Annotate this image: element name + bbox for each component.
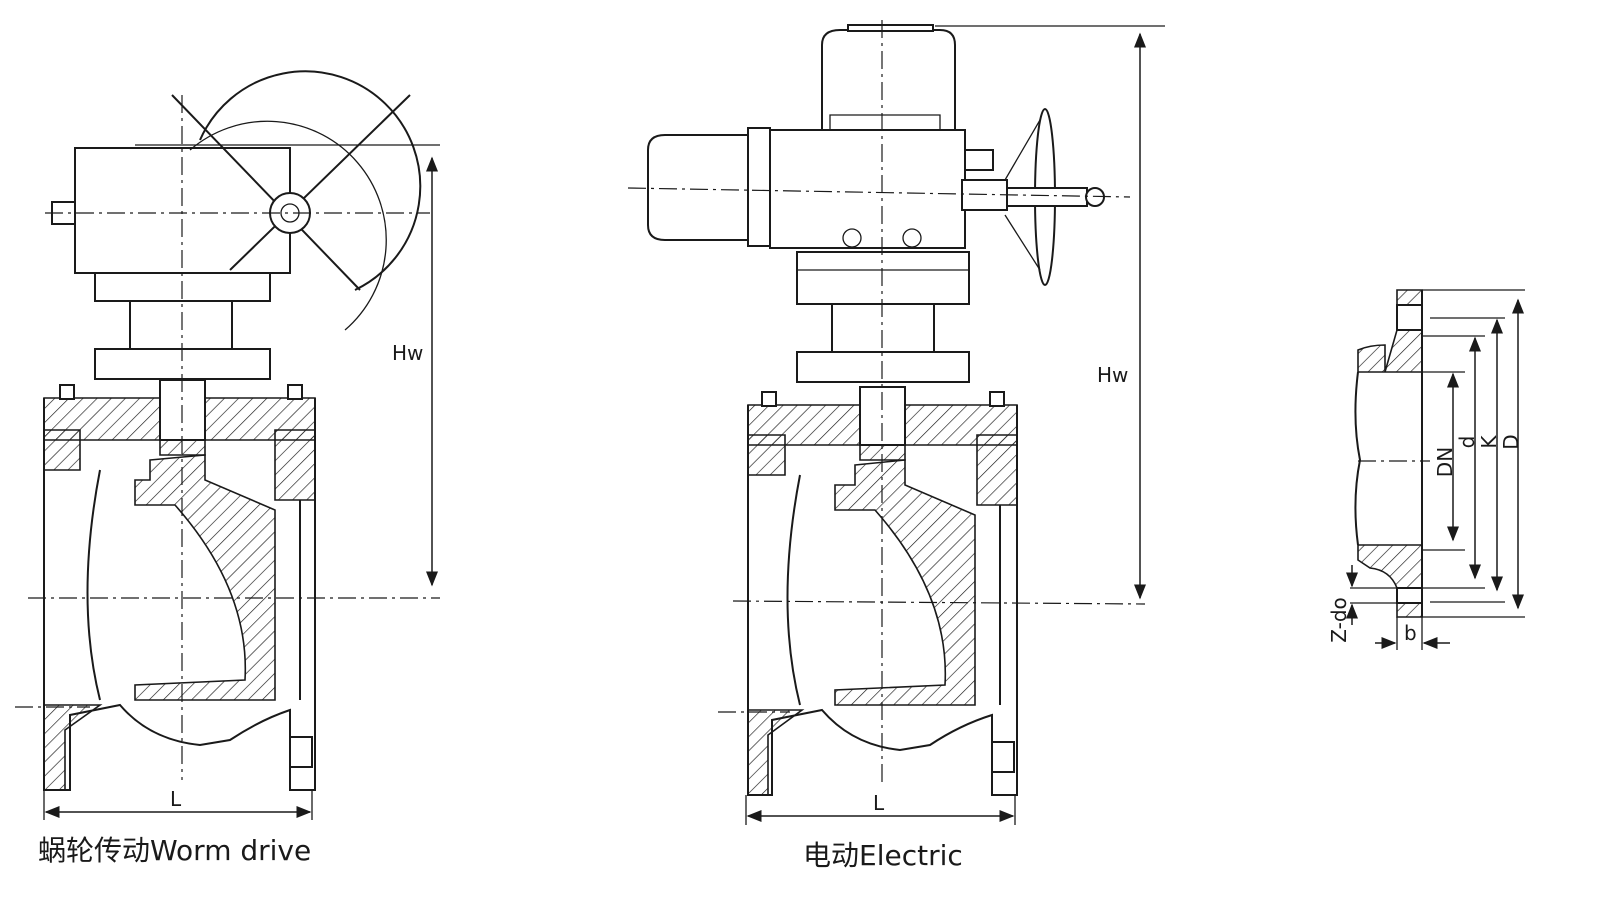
valve-body bbox=[43, 379, 316, 791]
electric-valve: Hw L 电动Electric bbox=[627, 20, 1165, 872]
d-label: d bbox=[1455, 436, 1479, 449]
worm-drive-caption: 蜗轮传动Worm drive bbox=[38, 834, 311, 867]
electric-actuator bbox=[647, 24, 1008, 383]
worm-gearbox bbox=[51, 144, 440, 380]
b-label: b bbox=[1404, 621, 1417, 645]
worm-drive-valve: Hw L 蜗轮传动Worm drive bbox=[15, 70, 440, 867]
worm-height-label: Hw bbox=[392, 341, 423, 365]
k-label: K bbox=[1477, 435, 1501, 449]
flange-detail: DN d K D Z-do b bbox=[1327, 289, 1525, 650]
electric-handwheel bbox=[1004, 108, 1105, 286]
electric-height-label: Hw bbox=[1097, 363, 1128, 387]
worm-length-label: L bbox=[170, 787, 182, 811]
dn-label: DN bbox=[1433, 447, 1457, 477]
electric-caption: 电动Electric bbox=[803, 839, 963, 872]
z-do-label: Z-do bbox=[1327, 597, 1351, 643]
electric-length-label: L bbox=[873, 791, 885, 815]
D-label: D bbox=[1499, 434, 1523, 449]
